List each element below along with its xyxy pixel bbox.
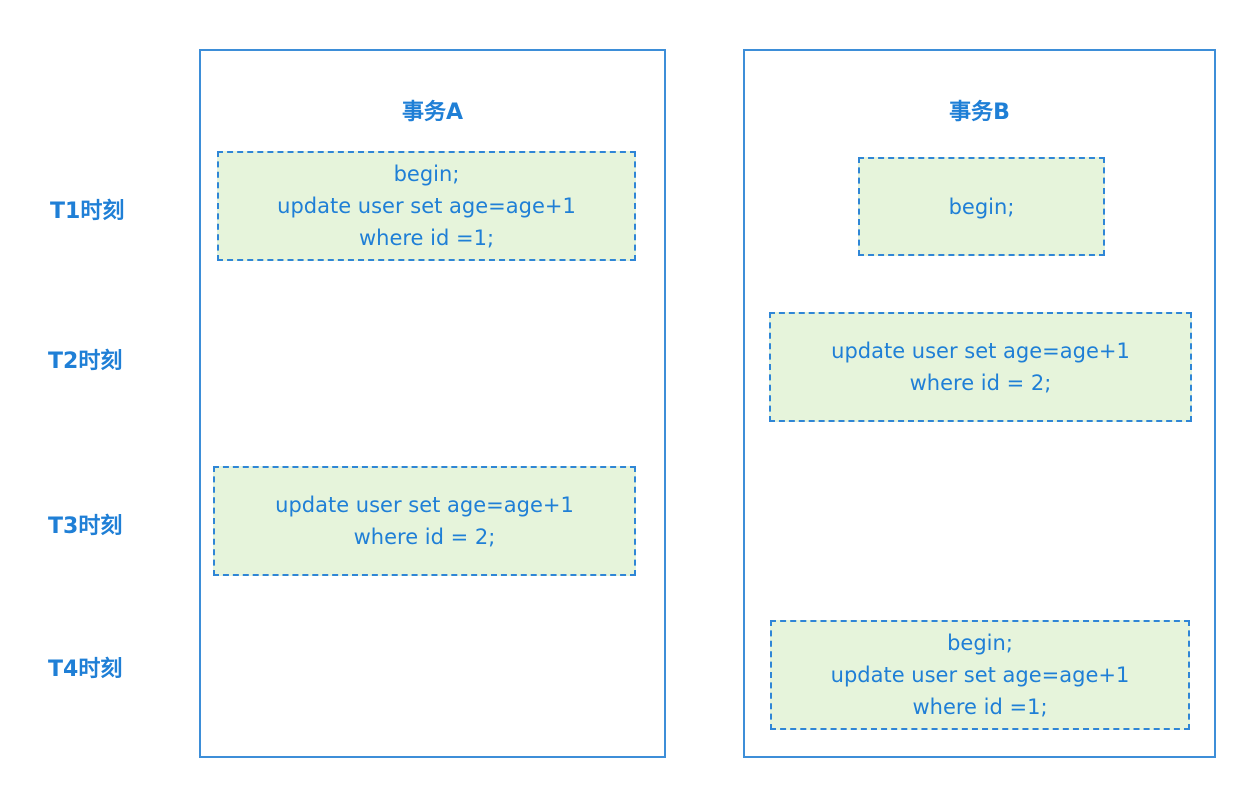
transaction-a-t1-sql-box: begin; update user set age=age+1 where i… (217, 151, 636, 261)
sql-line: where id = 2; (353, 525, 496, 549)
transaction-b-title: 事务B (949, 100, 1010, 125)
sql-line: where id =1; (912, 695, 1048, 719)
sql-line: begin; (947, 631, 1013, 655)
sql-line: update user set age=age+1 (830, 663, 1130, 687)
sql-line: update user set age=age+1 (831, 339, 1130, 363)
transaction-a-title: 事务A (401, 100, 464, 125)
sql-line: update user set age=age+1 (275, 493, 574, 517)
time-label-t3: T3时刻 (48, 514, 123, 539)
sql-line: update user set age=age+1 (277, 194, 576, 218)
sql-line: where id = 2; (909, 371, 1052, 395)
sql-line: where id =1; (358, 226, 495, 250)
time-label-t4: T4时刻 (48, 657, 123, 682)
transaction-b-t2-sql-box: update user set age=age+1 where id = 2; (769, 312, 1192, 422)
time-label-t2: T2时刻 (48, 349, 123, 374)
transaction-b-t4-sql-box: begin; update user set age=age+1 where i… (770, 620, 1190, 730)
sql-line: begin; (948, 194, 1015, 219)
time-label-t1: T1时刻 (50, 199, 125, 224)
transaction-b-t1-sql-box: begin; (858, 157, 1105, 256)
sql-line: begin; (393, 162, 460, 186)
transaction-a-t3-sql-box: update user set age=age+1 where id = 2; (213, 466, 636, 576)
